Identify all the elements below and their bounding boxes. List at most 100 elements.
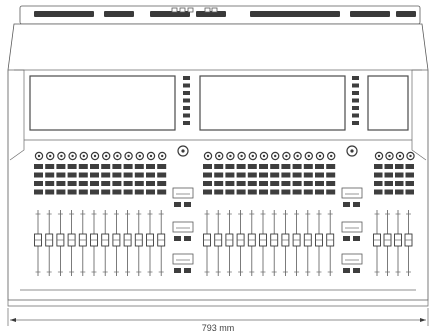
channel-button[interactable] [203, 164, 212, 169]
channel-button[interactable] [34, 189, 43, 195]
channel-fader[interactable] [225, 210, 234, 276]
channel-button[interactable] [112, 181, 122, 186]
screen-side-button[interactable] [352, 121, 359, 125]
channel-button[interactable] [405, 164, 415, 169]
screen-side-button[interactable] [352, 106, 359, 110]
channel-button[interactable] [123, 181, 133, 186]
channel-fader[interactable] [34, 210, 42, 276]
rotary-knob-icon[interactable] [203, 151, 213, 161]
rotary-knob-icon[interactable] [374, 151, 384, 161]
channel-button[interactable] [101, 181, 111, 186]
channel-button[interactable] [134, 172, 144, 178]
master-fader[interactable] [394, 210, 402, 276]
channel-button[interactable] [270, 164, 280, 169]
channel-button[interactable] [67, 164, 77, 169]
channel-button[interactable] [146, 164, 155, 169]
rotary-knob-icon[interactable] [304, 151, 313, 161]
channel-button[interactable] [326, 181, 336, 186]
channel-button[interactable] [225, 181, 235, 186]
channel-button[interactable] [101, 164, 111, 169]
channel-fader[interactable] [247, 210, 256, 276]
channel-button[interactable] [281, 172, 291, 178]
channel-button[interactable] [247, 189, 257, 195]
bank-button[interactable] [184, 268, 191, 273]
rotary-knob-icon[interactable] [271, 151, 280, 161]
channel-button[interactable] [56, 181, 66, 186]
channel-button[interactable] [134, 164, 144, 169]
channel-button[interactable] [384, 164, 394, 169]
channel-fader[interactable] [270, 210, 279, 276]
channel-button[interactable] [247, 181, 257, 186]
channel-button[interactable] [315, 181, 324, 186]
screen-side-button[interactable] [183, 113, 190, 118]
channel-button[interactable] [236, 189, 246, 195]
channel-fader[interactable] [157, 210, 166, 276]
channel-button[interactable] [90, 172, 99, 178]
bank-button[interactable] [353, 236, 360, 241]
channel-button[interactable] [34, 164, 43, 169]
channel-button[interactable] [90, 164, 99, 169]
channel-button[interactable] [326, 164, 336, 169]
channel-button[interactable] [270, 189, 280, 195]
channel-button[interactable] [405, 189, 415, 195]
channel-button[interactable] [214, 172, 224, 178]
channel-button[interactable] [112, 172, 122, 178]
channel-button[interactable] [225, 172, 235, 178]
channel-fader[interactable] [281, 210, 290, 276]
channel-button[interactable] [374, 164, 383, 169]
screen-side-button[interactable] [352, 91, 359, 95]
rotary-knob-icon[interactable] [385, 151, 394, 161]
rotary-knob-icon[interactable] [315, 151, 325, 161]
channel-button[interactable] [67, 189, 77, 195]
bank-button[interactable] [353, 268, 360, 273]
rotary-knob-icon[interactable] [214, 151, 224, 161]
channel-button[interactable] [236, 164, 246, 169]
channel-fader[interactable] [112, 210, 121, 276]
bank-button[interactable] [174, 236, 181, 241]
channel-button[interactable] [146, 172, 155, 178]
screen-side-button[interactable] [183, 121, 190, 125]
channel-button[interactable] [157, 181, 167, 186]
channel-button[interactable] [78, 181, 88, 186]
channel-button[interactable] [281, 181, 291, 186]
channel-button[interactable] [315, 172, 324, 178]
select-knob-icon[interactable] [346, 145, 358, 157]
screen-side-button[interactable] [183, 98, 190, 103]
channel-button[interactable] [78, 164, 88, 169]
channel-button[interactable] [247, 172, 257, 178]
channel-button[interactable] [112, 164, 122, 169]
channel-fader[interactable] [67, 210, 76, 276]
channel-button[interactable] [395, 181, 404, 186]
channel-button[interactable] [303, 164, 313, 169]
channel-button[interactable] [123, 164, 133, 169]
channel-button[interactable] [146, 181, 155, 186]
channel-button[interactable] [203, 172, 212, 178]
channel-button[interactable] [270, 181, 280, 186]
channel-button[interactable] [214, 164, 224, 169]
channel-button[interactable] [292, 189, 302, 195]
bank-button[interactable] [353, 202, 360, 207]
channel-button[interactable] [134, 181, 144, 186]
screen-side-button[interactable] [183, 76, 190, 80]
select-knob-icon[interactable] [177, 145, 189, 157]
channel-button[interactable] [384, 189, 394, 195]
master-fader[interactable] [404, 210, 413, 276]
channel-button[interactable] [281, 164, 291, 169]
bank-button[interactable] [184, 202, 191, 207]
rotary-knob-icon[interactable] [46, 151, 55, 161]
channel-fader[interactable] [134, 210, 143, 276]
channel-button[interactable] [78, 189, 88, 195]
channel-button[interactable] [225, 164, 235, 169]
channel-button[interactable] [259, 189, 268, 195]
screen-side-button[interactable] [352, 98, 359, 103]
screen-side-button[interactable] [352, 83, 359, 88]
channel-button[interactable] [315, 164, 324, 169]
channel-button[interactable] [292, 172, 302, 178]
channel-button[interactable] [45, 189, 55, 195]
left-touch-screen[interactable] [29, 75, 176, 131]
bank-button[interactable] [343, 202, 350, 207]
channel-button[interactable] [34, 181, 43, 186]
rotary-knob-icon[interactable] [282, 151, 291, 161]
channel-button[interactable] [123, 172, 133, 178]
channel-fader[interactable] [292, 210, 301, 276]
